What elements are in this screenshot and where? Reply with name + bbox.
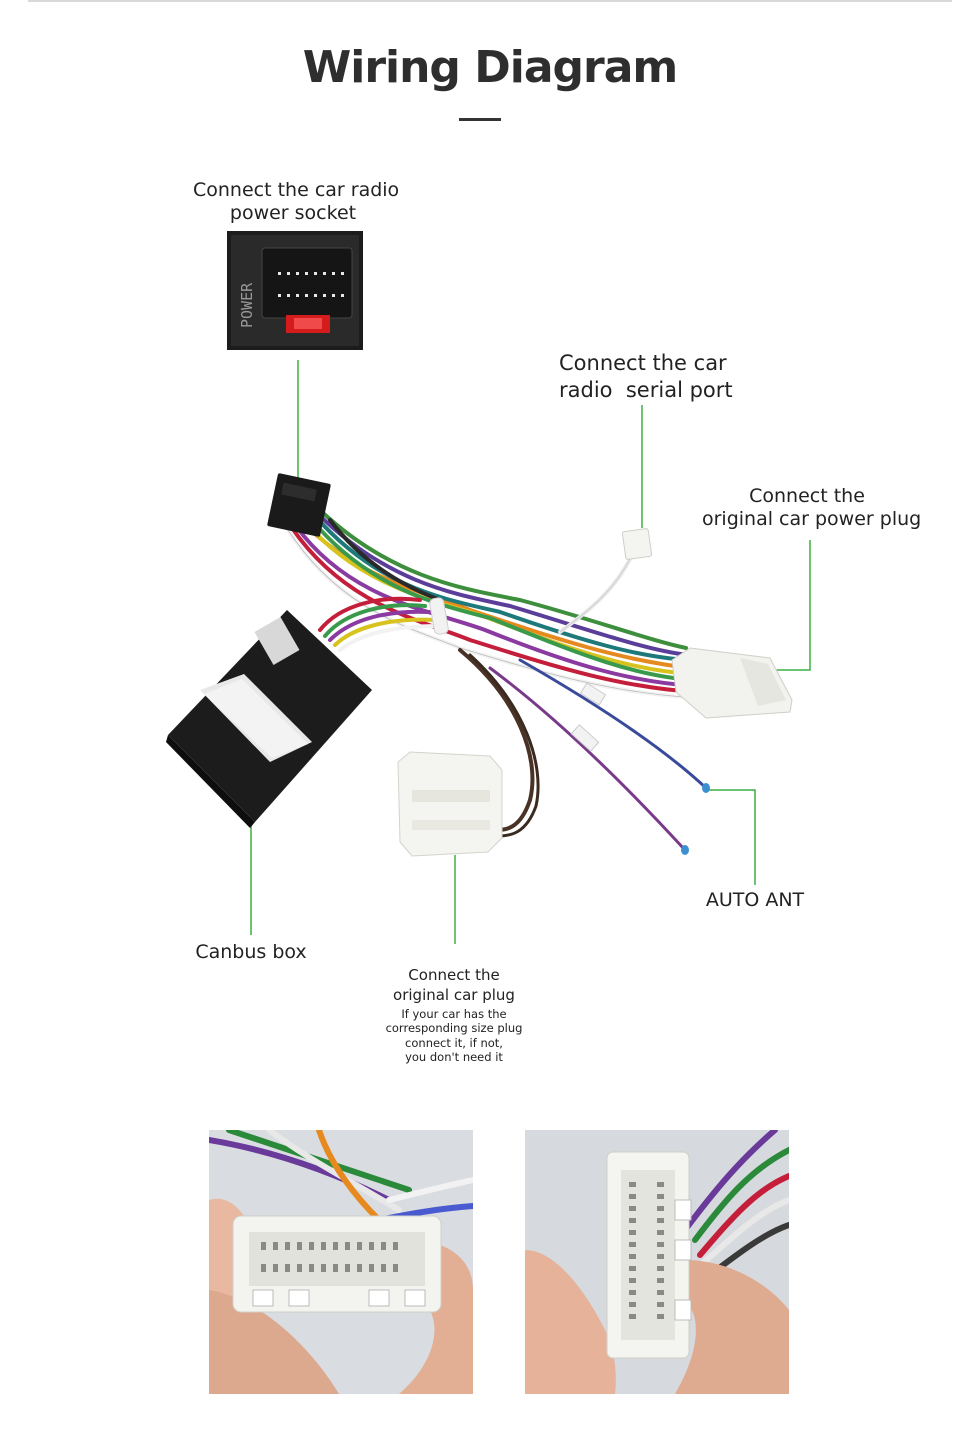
callout-line: Connect the (749, 485, 865, 507)
callout-original-car-plug: Connect the original car plug If your ca… (370, 965, 538, 1064)
wiring-harness-illustration: POWER (166, 231, 811, 944)
callout-line: original car plug (393, 986, 515, 1004)
callout-line: original car power plug (702, 508, 922, 530)
callout-auto-ant: AUTO ANT (705, 889, 805, 911)
note-line: corresponding size plug (385, 1021, 523, 1036)
canbus-box (166, 610, 372, 828)
page-title: Wiring Diagram (302, 42, 679, 93)
note-line: connect it, if not, (405, 1035, 503, 1050)
top-divider (28, 0, 952, 2)
cable-tie (429, 597, 449, 635)
callout-line: radio serial port (559, 378, 733, 402)
auto-ant-tip (702, 783, 710, 793)
note-line: you don't need it (405, 1049, 503, 1064)
callout-line: Connect the car radio (193, 179, 400, 201)
power-socket-photo: POWER (227, 231, 363, 350)
callout-line: power socket (229, 202, 357, 224)
connector-closeup-front (209, 1130, 473, 1394)
callout-power-socket: Connect the car radio power socket (193, 179, 400, 225)
wire-label (570, 724, 600, 752)
serial-connector (621, 528, 653, 560)
power-print: POWER (238, 282, 256, 328)
note-line: If your car has the (401, 1007, 507, 1021)
leader-lines (250, 360, 811, 944)
radio-connector (267, 473, 331, 537)
callout-serial-port: Connect the car radio serial port (559, 350, 733, 404)
callout-line: Connect the (408, 966, 500, 984)
callout-canbus-box: Canbus box (195, 941, 307, 963)
callout-line: Connect the car (559, 351, 727, 375)
callout-original-power-plug: Connect the original car power plug (702, 485, 922, 531)
wire-label (579, 682, 607, 706)
title-underline (459, 118, 501, 121)
ant-tip (681, 845, 689, 855)
original-car-plug (397, 751, 503, 857)
connector-closeup-side (525, 1130, 789, 1394)
original-power-plug (671, 647, 793, 719)
wire-bundle (286, 510, 708, 852)
